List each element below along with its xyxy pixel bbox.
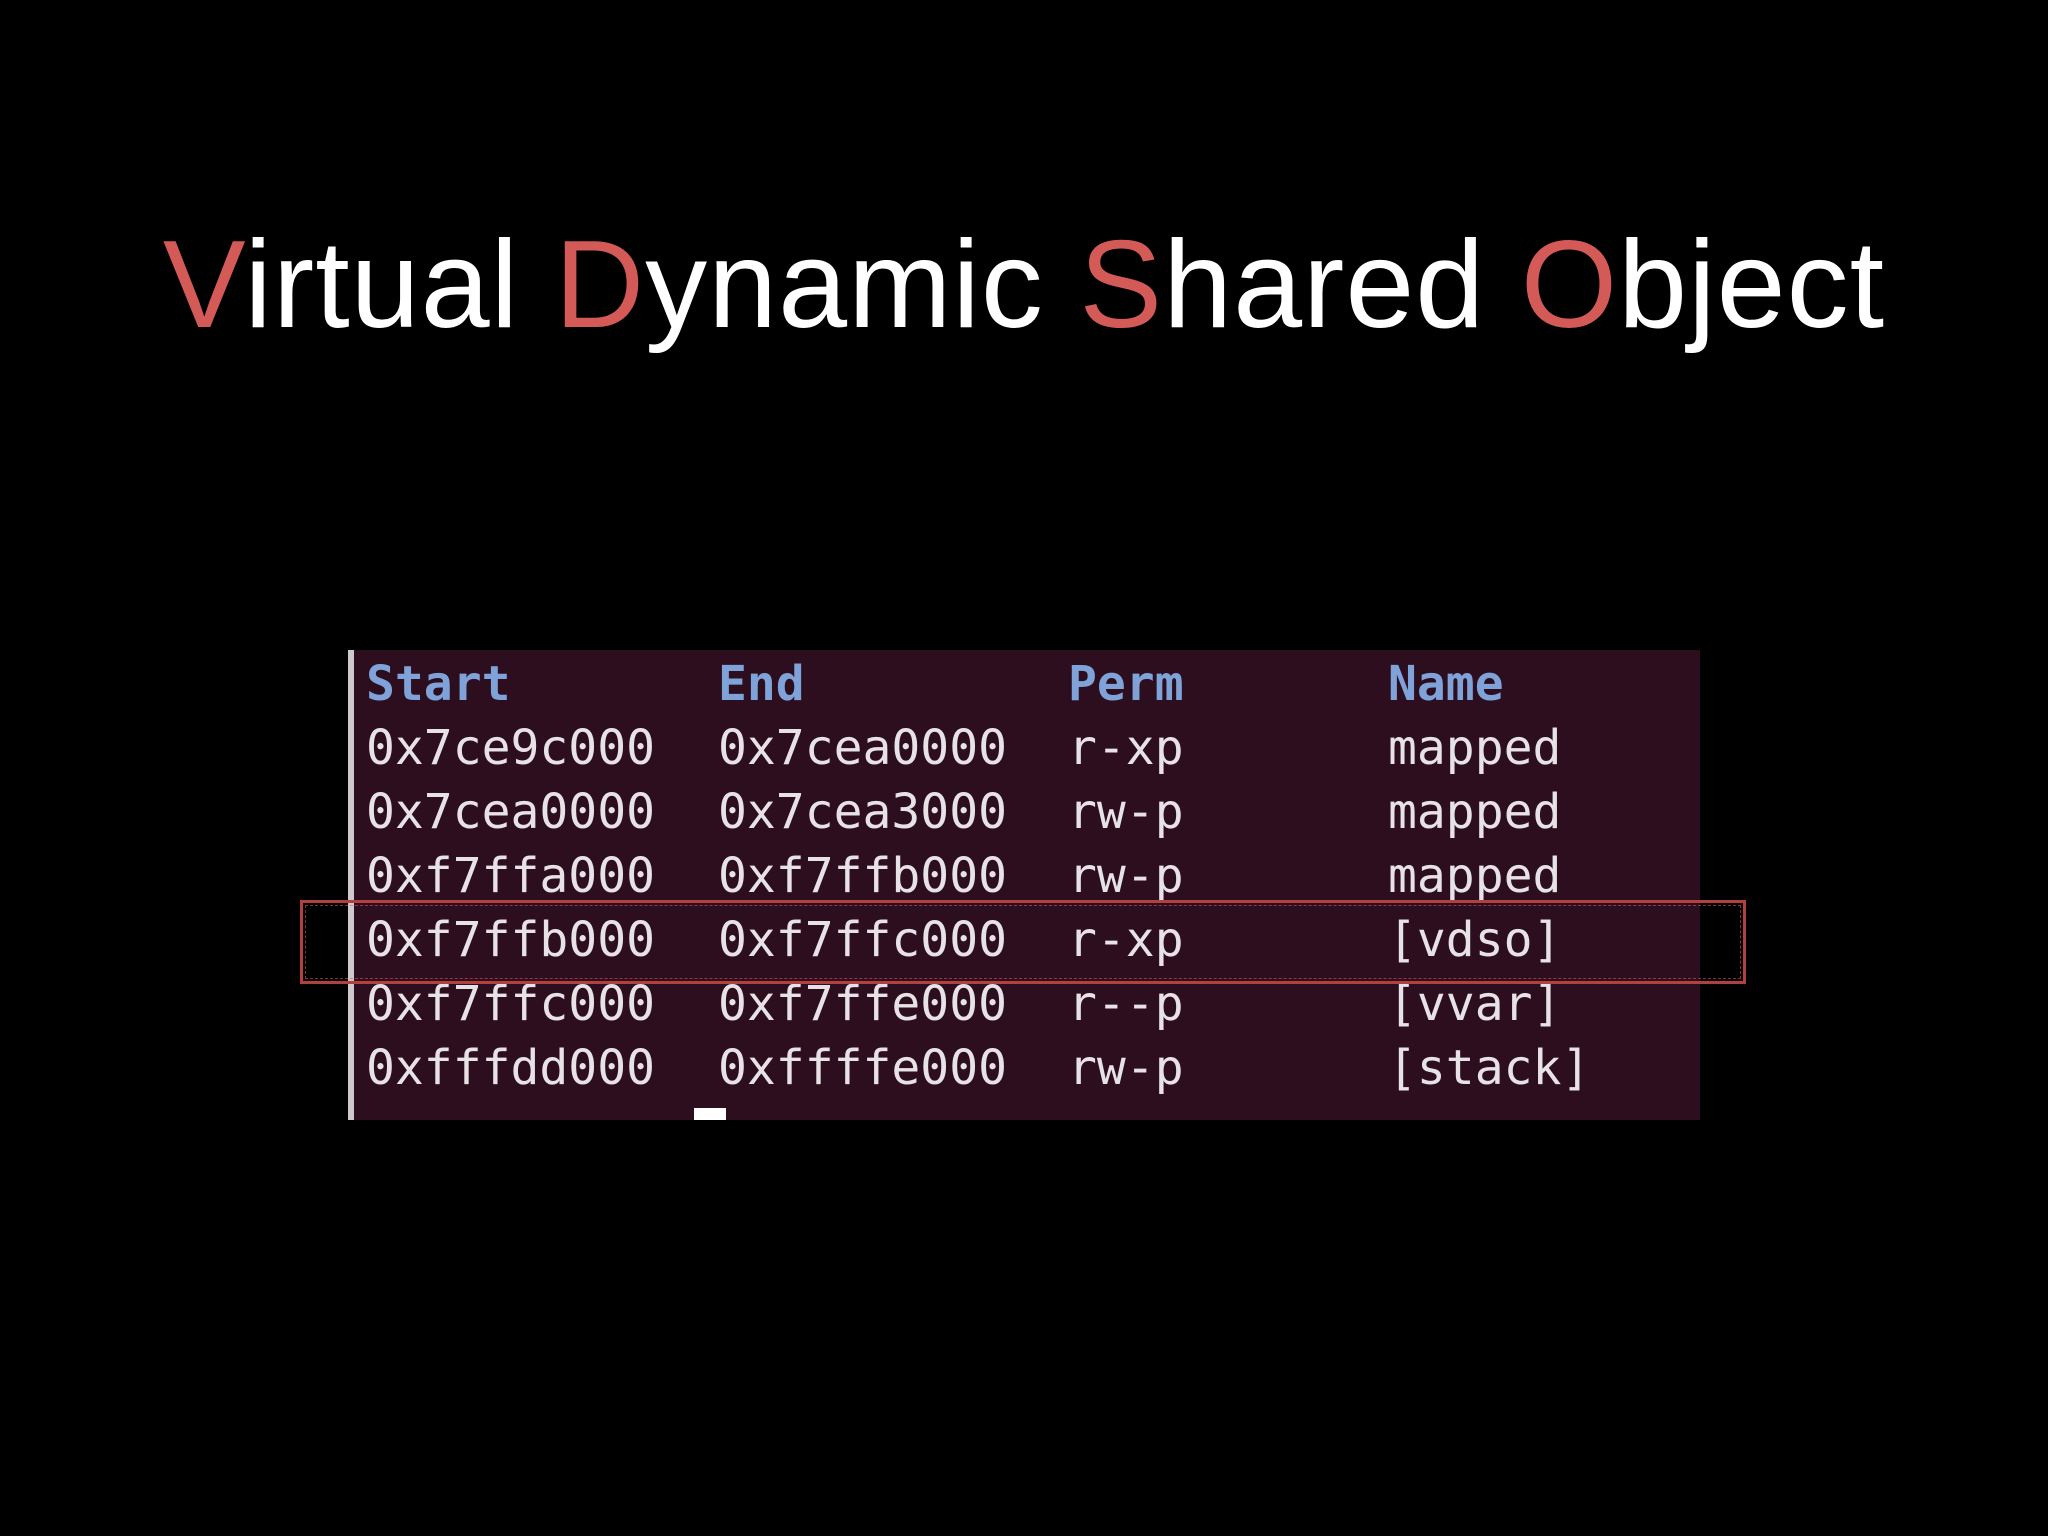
- cell-name: mapped: [1388, 784, 1562, 840]
- column-header-end: End: [718, 656, 805, 712]
- title-word-dynamic: Dynamic: [555, 216, 1044, 354]
- cell-name: [vdso]: [1388, 912, 1562, 968]
- column-header-name: Name: [1388, 656, 1504, 712]
- cell-name: mapped: [1388, 848, 1562, 904]
- column-header-start: Start: [366, 656, 511, 712]
- table-row: 0x7ce9c000 0x7cea0000 r-xp mapped: [366, 716, 1561, 780]
- cell-end: 0xffffe000: [718, 1040, 1007, 1096]
- table-header-row: Start End Perm Name: [366, 652, 1504, 716]
- cell-end: 0xf7ffb000: [718, 848, 1007, 904]
- title-initial: S: [1079, 216, 1164, 355]
- title-initial: V: [162, 216, 245, 355]
- table-row: 0x7cea0000 0x7cea3000 rw-p mapped: [366, 780, 1561, 844]
- cell-start: 0xfffdd000: [366, 1040, 655, 1096]
- column-header-perm: Perm: [1068, 656, 1184, 712]
- cell-perm: r-xp: [1068, 720, 1184, 776]
- title-word-virtual: Virtual: [163, 216, 519, 354]
- terminal-screenshot: Start End Perm Name 0x7ce9c000 0x7cea000…: [348, 650, 1700, 1120]
- cell-start: 0x7ce9c000: [366, 720, 655, 776]
- cell-perm: r-xp: [1068, 912, 1184, 968]
- title-initial: O: [1520, 216, 1619, 355]
- cell-start: 0xf7ffa000: [366, 848, 655, 904]
- cell-start: 0xf7ffc000: [366, 976, 655, 1032]
- cell-start: 0xf7ffb000: [366, 912, 655, 968]
- cell-name: [vvar]: [1388, 976, 1562, 1032]
- title-rest: hared: [1163, 216, 1486, 355]
- slide-title: Virtual Dynamic Shared Object: [0, 223, 2048, 347]
- cell-perm: r--p: [1068, 976, 1184, 1032]
- terminal-cursor: [694, 1108, 726, 1120]
- title-word-object: Object: [1521, 216, 1885, 354]
- title-rest: ynamic: [645, 216, 1044, 355]
- title-word-shared: Shared: [1079, 216, 1485, 354]
- cell-end: 0xf7ffc000: [718, 912, 1007, 968]
- cell-name: [stack]: [1388, 1040, 1591, 1096]
- table-row-vdso: 0xf7ffb000 0xf7ffc000 r-xp [vdso]: [366, 908, 1561, 972]
- title-rest: irtual: [244, 216, 520, 355]
- title-rest: bject: [1618, 216, 1886, 355]
- cell-end: 0x7cea0000: [718, 720, 1007, 776]
- table-row: 0xf7ffa000 0xf7ffb000 rw-p mapped: [366, 844, 1561, 908]
- cell-start: 0x7cea0000: [366, 784, 655, 840]
- cell-perm: rw-p: [1068, 784, 1184, 840]
- table-row: 0xfffdd000 0xffffe000 rw-p [stack]: [366, 1036, 1590, 1100]
- cell-perm: rw-p: [1068, 848, 1184, 904]
- title-initial: D: [554, 216, 646, 355]
- cell-name: mapped: [1388, 720, 1562, 776]
- table-row: 0xf7ffc000 0xf7ffe000 r--p [vvar]: [366, 972, 1561, 1036]
- cell-perm: rw-p: [1068, 1040, 1184, 1096]
- cell-end: 0x7cea3000: [718, 784, 1007, 840]
- cell-end: 0xf7ffe000: [718, 976, 1007, 1032]
